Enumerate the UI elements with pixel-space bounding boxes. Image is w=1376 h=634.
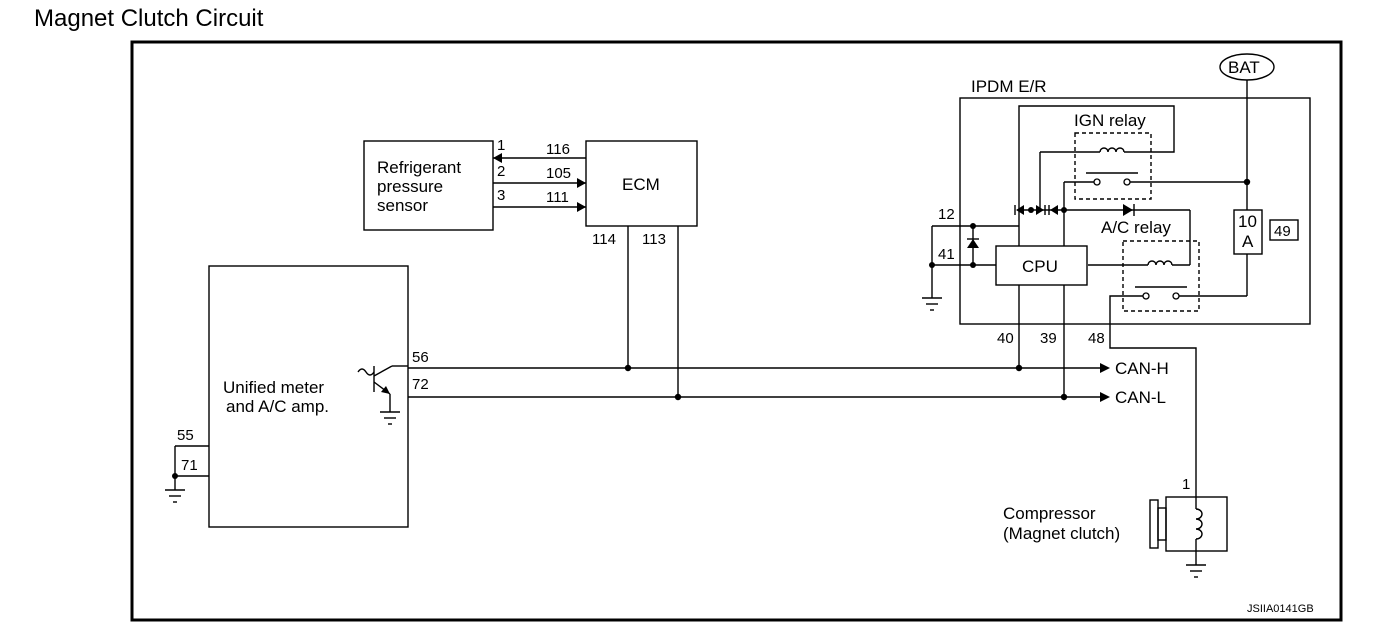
fuse-number: 49 — [1274, 223, 1291, 240]
can-h-label: CAN-H — [1115, 359, 1169, 378]
bat-label: BAT — [1228, 58, 1260, 77]
compressor-magnet-clutch — [1149, 496, 1228, 578]
diode-array — [973, 204, 1135, 227]
pin-sensor-3: 3 — [497, 187, 505, 204]
sensor-label-line-3: sensor — [377, 196, 428, 215]
ipdm-ground-pins — [922, 223, 996, 311]
can-l-label: CAN-L — [1115, 388, 1166, 407]
ign-relay: IGN relay — [1040, 111, 1247, 200]
pin-meter-71: 71 — [181, 457, 198, 474]
pin-compressor-1: 1 — [1182, 476, 1190, 493]
diagram-frame — [130, 40, 1343, 622]
sensor-ecm-wires — [493, 153, 586, 212]
sensor-label-line-1: Refrigerant — [377, 158, 461, 177]
compressor-label-line-1: Compressor — [1003, 504, 1096, 523]
transistor-symbol — [357, 365, 408, 425]
pin-ecm-105: 105 — [546, 165, 571, 182]
ecm-label: ECM — [622, 175, 660, 194]
pin-ipdm-41: 41 — [938, 246, 955, 263]
fuse-10a: 10 A 49 — [1233, 209, 1299, 296]
pin-sensor-2: 2 — [497, 163, 505, 180]
fuse-label-line-1: 10 — [1238, 212, 1257, 231]
pin-ecm-111: 111 — [546, 189, 569, 206]
compressor-label-line-2: (Magnet clutch) — [1003, 524, 1120, 543]
battery-terminal: BAT — [1219, 53, 1275, 210]
pin-ipdm-12: 12 — [938, 206, 955, 223]
meter-ground — [165, 445, 209, 503]
figure-id: JSIIA0141GB — [1247, 603, 1314, 615]
ipdm-er-box — [959, 97, 1311, 325]
ac-relay: A/C relay — [1088, 209, 1247, 497]
sensor-label-line-2: pressure — [377, 177, 443, 196]
pin-ipdm-48: 48 — [1088, 330, 1105, 347]
cpu-label: CPU — [1022, 257, 1058, 276]
pin-meter-55: 55 — [177, 427, 194, 444]
page-title: Magnet Clutch Circuit — [34, 5, 264, 32]
ipdm-label: IPDM E/R — [971, 77, 1047, 96]
pin-ecm-113: 113 — [642, 231, 666, 248]
pin-meter-56: 56 — [412, 349, 429, 366]
pin-ipdm-39: 39 — [1040, 330, 1057, 347]
cpu-box: CPU — [995, 245, 1088, 286]
refrigerant-pressure-sensor: Refrigerant pressure sensor — [363, 140, 494, 231]
meter-label-line-2: and A/C amp. — [226, 397, 329, 416]
pin-ecm-114: 114 — [592, 231, 616, 248]
unified-meter-box: Unified meter and A/C amp. — [208, 265, 409, 528]
ign-coil-supply — [1018, 105, 1175, 246]
ac-relay-label: A/C relay — [1101, 218, 1171, 237]
fuse-label-line-2: A — [1242, 232, 1254, 251]
pin-sensor-1: 1 — [497, 137, 505, 154]
pin-ipdm-40: 40 — [997, 330, 1014, 347]
meter-label-line-1: Unified meter — [223, 378, 324, 397]
can-l-line — [408, 392, 1110, 402]
ign-relay-label: IGN relay — [1074, 111, 1146, 130]
pin-meter-72: 72 — [412, 376, 429, 393]
pin-ecm-116: 116 — [546, 141, 570, 158]
can-h-line — [408, 363, 1110, 373]
ecm-box: ECM — [585, 140, 698, 227]
